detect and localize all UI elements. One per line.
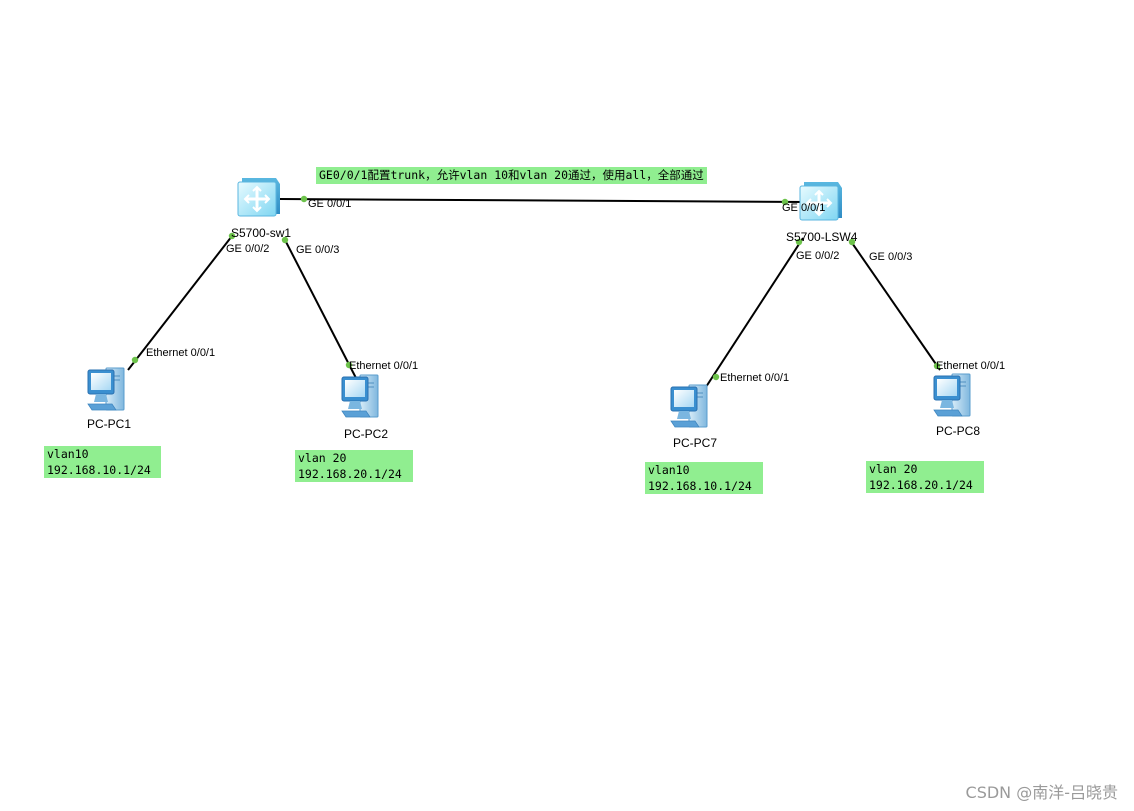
- link-sw1-sw4[interactable]: [279, 198, 806, 203]
- port-dot-pc2-eth: [345, 361, 353, 369]
- port-dot-sw1-ge3: [281, 236, 289, 244]
- switch-icon-sw1[interactable]: [236, 176, 282, 218]
- csdn-watermark: CSDN @南洋-吕晓贵: [965, 783, 1118, 802]
- device-label-sw1: S5700-sw1: [231, 226, 292, 240]
- port-dot-pc8-eth: [933, 362, 941, 370]
- device-label-sw4: S5700-LSW4: [786, 230, 858, 244]
- pc2-vlan: vlan 20: [298, 451, 347, 465]
- port-dot-sw4-ge3: [848, 238, 856, 246]
- pc1-vlan: vlan10: [47, 447, 89, 461]
- port-label-sw4-ge1: GE 0/0/1: [782, 202, 826, 214]
- port-label-sw1-ge1: GE 0/0/1: [308, 198, 352, 210]
- port-dot-sw1-ge1: [300, 195, 308, 203]
- port-dot-pc7-eth: [712, 373, 720, 381]
- pc7-vlan: vlan10: [648, 463, 690, 477]
- port-dot-sw1-ge2: [228, 232, 236, 240]
- pc8-vlan: vlan 20: [869, 462, 918, 476]
- device-label-pc2: PC-PC2: [344, 427, 389, 441]
- port-label-pc7-eth: Ethernet 0/0/1: [720, 372, 790, 384]
- port-label-sw4-ge2: GE 0/0/2: [796, 250, 840, 262]
- port-label-sw4-ge3: GE 0/0/3: [869, 251, 913, 263]
- trunk-config-text: GE0/0/1配置trunk，允许vlan 10和vlan 20通过，使用all…: [319, 168, 704, 182]
- pc1-ip: 192.168.10.1/24: [47, 463, 151, 477]
- trunk-config-note: GE0/0/1配置trunk，允许vlan 10和vlan 20通过，使用all…: [316, 167, 707, 184]
- pc8-vlan-note: vlan 20 192.168.20.1/24: [866, 461, 984, 493]
- pc7-vlan-note: vlan10 192.168.10.1/24: [645, 462, 763, 494]
- port-label-pc2-eth: Ethernet 0/0/1: [349, 360, 419, 372]
- port-dot-sw4-ge2: [795, 238, 803, 246]
- pc-icon-pc2[interactable]: [341, 374, 379, 418]
- pc7-ip: 192.168.10.1/24: [648, 479, 752, 493]
- port-label-sw1-ge3: GE 0/0/3: [296, 244, 340, 256]
- port-dot-sw4-ge1: [781, 198, 789, 206]
- pc-icon-pc8[interactable]: [933, 373, 971, 417]
- device-label-pc1: PC-PC1: [87, 417, 132, 431]
- pc1-vlan-note: vlan10 192.168.10.1/24: [44, 446, 161, 478]
- pc-icon-pc1[interactable]: [87, 367, 125, 411]
- link-sw4-pc7[interactable]: [703, 237, 804, 391]
- pc2-ip: 192.168.20.1/24: [298, 467, 402, 481]
- port-label-pc1-eth: Ethernet 0/0/1: [146, 347, 216, 359]
- link-sw1-pc2[interactable]: [283, 237, 357, 379]
- pc-icon-pc7[interactable]: [670, 384, 708, 428]
- port-label-sw1-ge2: GE 0/0/2: [226, 243, 270, 255]
- port-dot-pc1-eth: [131, 356, 139, 364]
- link-sw1-pc1[interactable]: [127, 235, 233, 371]
- port-label-pc8-eth: Ethernet 0/0/1: [936, 360, 1006, 372]
- device-label-pc8: PC-PC8: [936, 424, 981, 438]
- pc8-ip: 192.168.20.1/24: [869, 478, 973, 492]
- device-label-pc7: PC-PC7: [673, 436, 718, 450]
- pc2-vlan-note: vlan 20 192.168.20.1/24: [295, 450, 413, 482]
- link-sw4-pc8[interactable]: [849, 239, 941, 371]
